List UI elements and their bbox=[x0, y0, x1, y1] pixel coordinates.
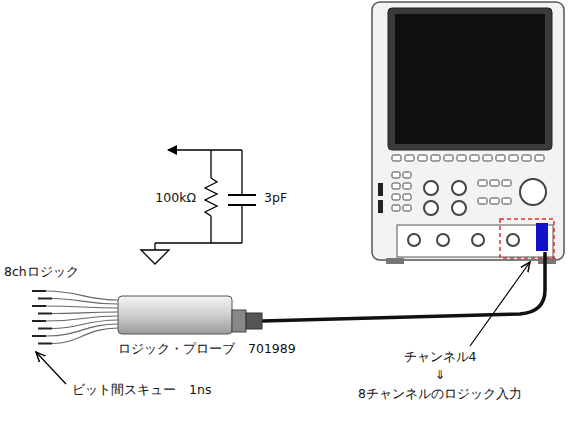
input-note: 8チャンネルのロジック入力 bbox=[358, 386, 522, 401]
leader-line bbox=[470, 262, 530, 346]
logic-input-connector bbox=[536, 223, 548, 251]
capacitor-symbol bbox=[228, 194, 256, 196]
resistance-value: 100kΩ bbox=[155, 190, 196, 205]
logic-probe bbox=[32, 291, 262, 344]
channel-label: チャンネル4 bbox=[404, 349, 477, 364]
resistor-symbol bbox=[205, 178, 217, 216]
skew-note: ビット間スキュー 1ns bbox=[72, 382, 211, 397]
oscilloscope bbox=[372, 2, 564, 264]
button-row bbox=[392, 155, 544, 161]
probe-leads bbox=[32, 291, 118, 344]
lead-count-label: 8chロジック bbox=[4, 264, 79, 279]
equivalent-circuit bbox=[141, 150, 256, 264]
ground-symbol bbox=[141, 250, 169, 264]
part-name: ロジック・プローブ 701989 bbox=[118, 341, 296, 356]
arrow-symbol: ⇓ bbox=[435, 367, 445, 382]
probe-cable bbox=[262, 252, 545, 321]
button-grid bbox=[392, 172, 511, 211]
leader-line bbox=[36, 352, 66, 384]
capacitance-value: 3pF bbox=[264, 190, 287, 205]
